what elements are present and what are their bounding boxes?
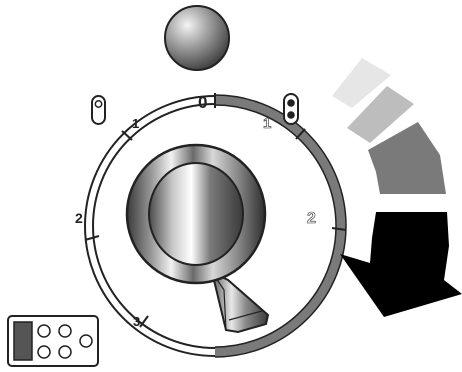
lock-open-icon bbox=[92, 96, 105, 124]
dial-label-left-3: 3 bbox=[133, 314, 140, 329]
rotation-direction-arrow-icon bbox=[332, 58, 462, 317]
dial-label-left-2: 2 bbox=[75, 210, 83, 226]
dial-label-left-1: 1 bbox=[132, 116, 139, 131]
dial-label-top: 0 bbox=[198, 93, 207, 112]
dial-label-right-2: 2 bbox=[307, 210, 316, 227]
lock-closed-icon bbox=[284, 94, 298, 124]
key-stem bbox=[212, 272, 268, 332]
control-panel-icon bbox=[8, 316, 98, 366]
ignition-key-knob bbox=[127, 145, 268, 332]
indicator-lamp-icon bbox=[165, 6, 229, 70]
dial-label-right-1: 1 bbox=[263, 115, 271, 132]
